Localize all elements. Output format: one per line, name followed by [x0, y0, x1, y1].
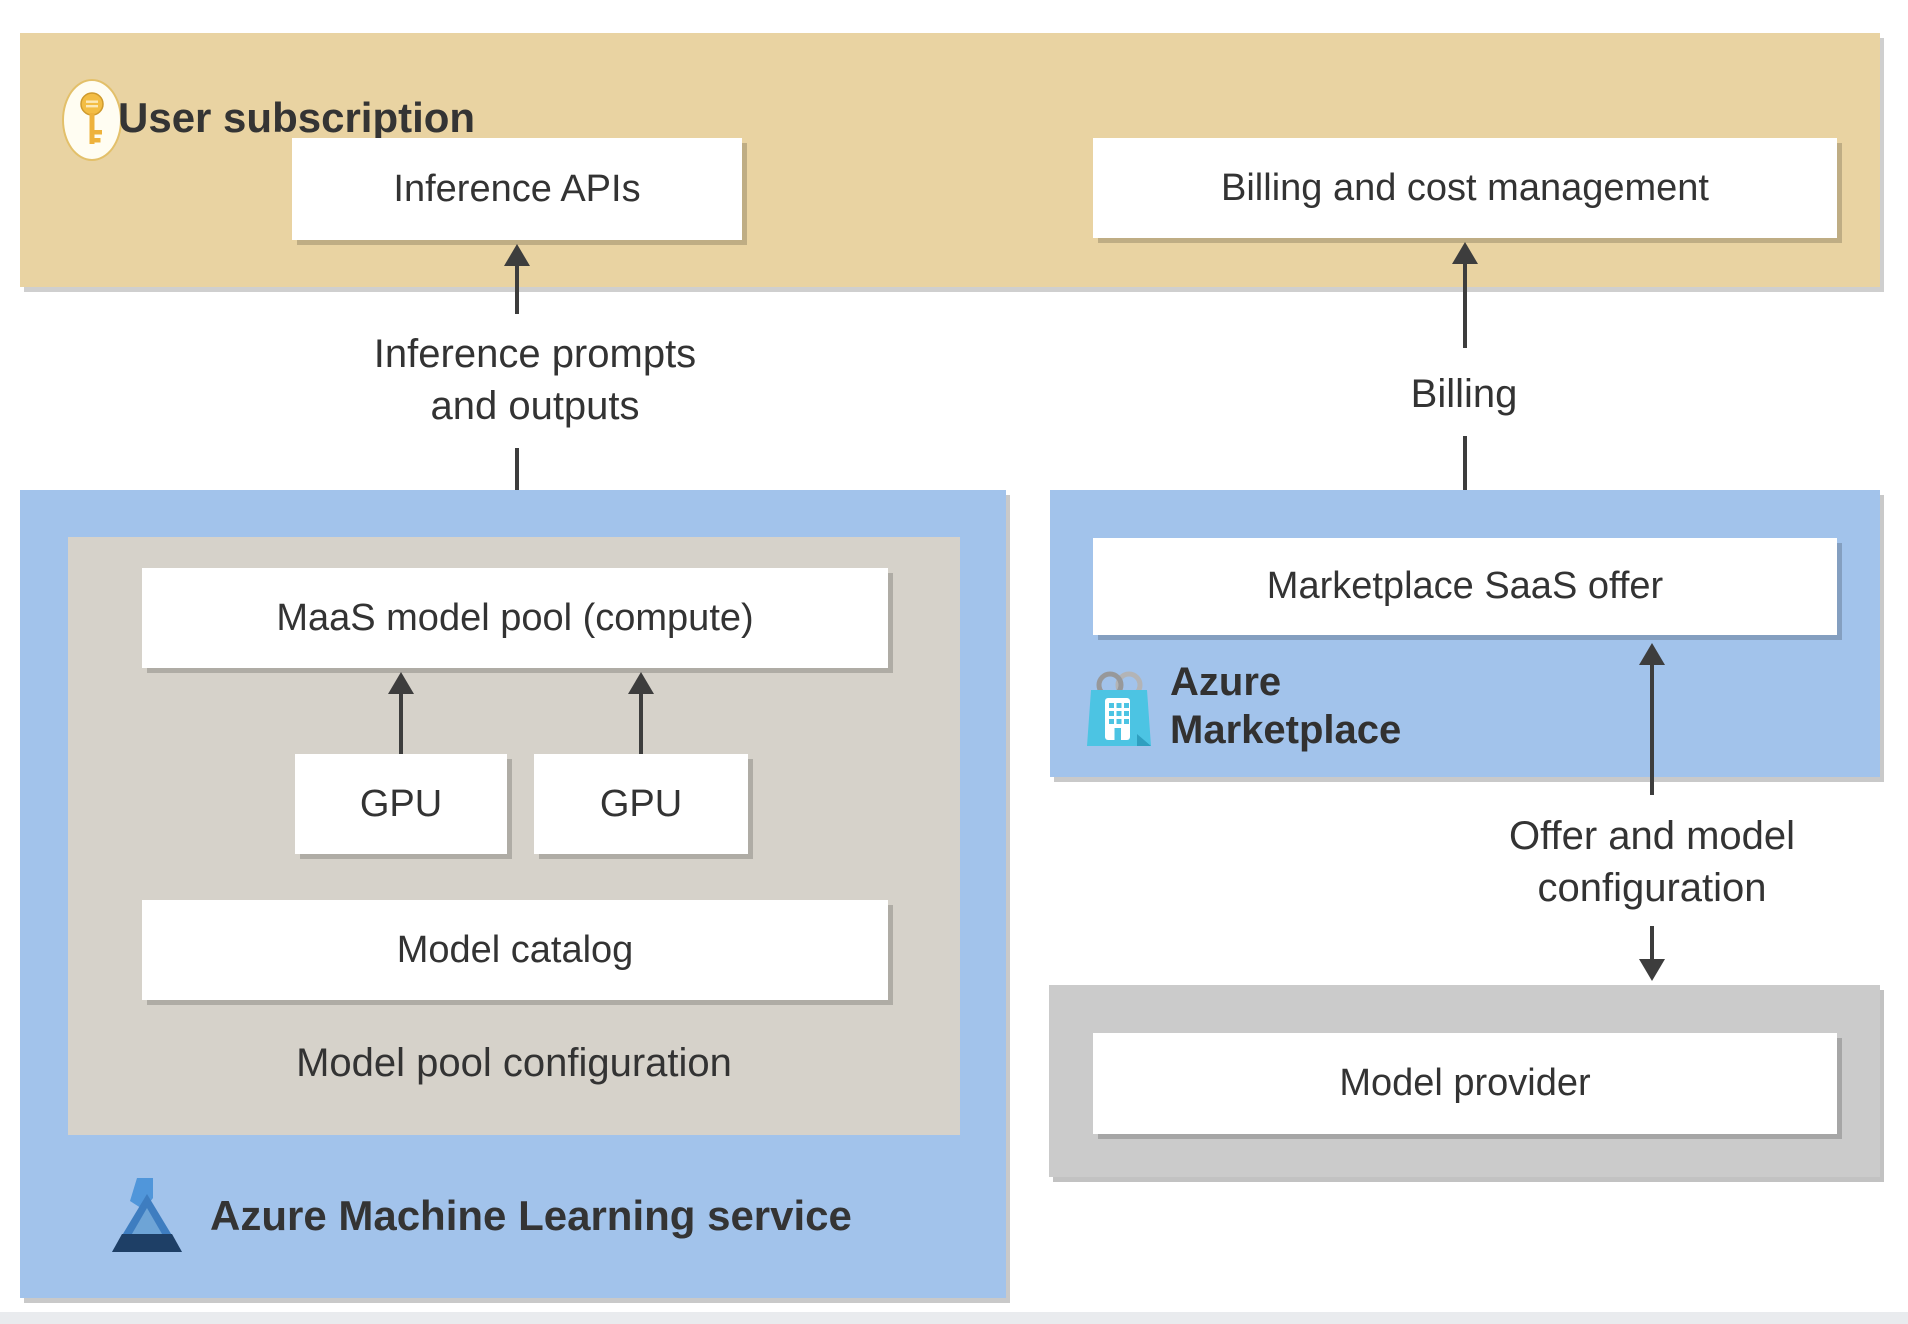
offer-config-label: Offer and model configuration [1508, 814, 1796, 910]
model-catalog-box: Model catalog [142, 900, 888, 1000]
saas-offer-box: Marketplace SaaS offer [1093, 538, 1837, 635]
model-provider-label: Model provider [1339, 1062, 1591, 1104]
user-subscription-title: User subscription [118, 94, 476, 141]
model-pool-panel: MaaS model pool (compute) GPU GPU Model … [68, 537, 960, 1135]
saas-offer-label: Marketplace SaaS offer [1266, 565, 1664, 607]
arrowhead-up-icon [504, 244, 530, 266]
gpu-label: GPU [599, 782, 683, 825]
key-icon [62, 79, 122, 161]
aml-title: Azure Machine Learning service [210, 1192, 852, 1239]
billing-cost-box: Billing and cost management [1093, 138, 1837, 238]
inference-apis-box: Inference APIs [292, 138, 742, 240]
aml-flask-icon [110, 1178, 183, 1254]
marketplace-panel: Marketplace SaaS offer Azure Marketplace [1050, 490, 1880, 777]
arrowhead-up-icon [388, 672, 414, 694]
gpu-box: GPU [295, 754, 507, 854]
model-provider-box: Model provider [1093, 1033, 1837, 1134]
maas-model-pool-label: MaaS model pool (compute) [276, 596, 754, 639]
user-subscription-panel: User subscription Inference APIs Billing… [20, 33, 1880, 287]
model-pool-config-label: Model pool configuration [296, 1041, 732, 1085]
arrowhead-up-icon [1639, 643, 1665, 665]
arrowhead-up-icon [1452, 242, 1478, 264]
model-provider-panel: Model provider [1049, 985, 1880, 1177]
inference-flow-label: Inference prompts and outputs [373, 332, 697, 428]
gpu-box: GPU [534, 754, 748, 854]
inference-apis-label: Inference APIs [393, 167, 641, 210]
billing-flow-label: Billing [1410, 372, 1518, 416]
marketplace-bag-icon [1085, 668, 1153, 752]
billing-cost-label: Billing and cost management [1221, 166, 1709, 209]
maas-model-pool-box: MaaS model pool (compute) [142, 568, 888, 668]
aml-panel: MaaS model pool (compute) GPU GPU Model … [20, 490, 1006, 1298]
model-catalog-label: Model catalog [396, 928, 634, 971]
arrowhead-down-icon [1639, 959, 1665, 981]
bottom-strip [0, 1312, 1908, 1324]
arrowhead-up-icon [628, 672, 654, 694]
gpu-label: GPU [359, 782, 443, 825]
